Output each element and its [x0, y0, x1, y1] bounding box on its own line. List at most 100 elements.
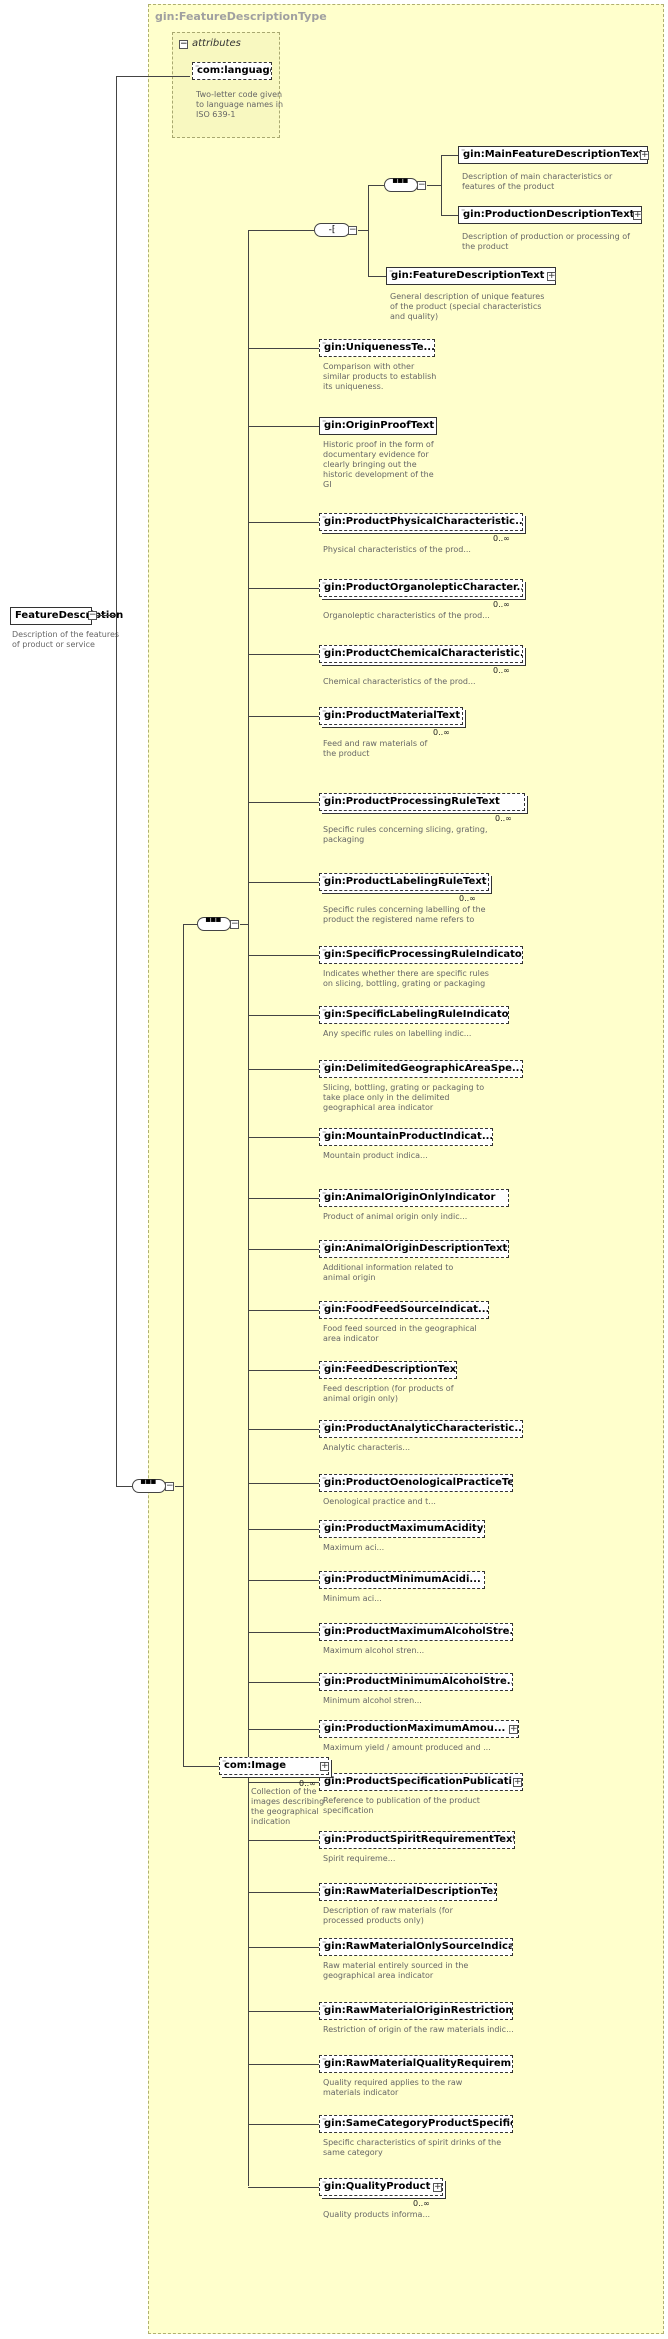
element-box[interactable]: ⁼gin:ProductLabelingRuleText: [319, 873, 489, 891]
element-box[interactable]: ⁼gin:FeedDescriptionText: [319, 1361, 457, 1379]
collapse-toggle-icon[interactable]: −: [88, 611, 97, 620]
element-main-feature-description-text[interactable]: ⁼gin:MainFeatureDescriptionText: [458, 146, 648, 164]
element-feature-description-text[interactable]: ⁼gin:FeatureDescriptionText: [386, 267, 556, 285]
element-name: gin:ProductMinimumAcidi...: [324, 1574, 481, 1585]
element-icon: ⁼: [322, 1723, 326, 1729]
collapse-toggle-icon[interactable]: −: [179, 40, 188, 49]
connector-line: [248, 955, 319, 956]
element-box[interactable]: ⁼gin:RawMaterialQualityRequirem...: [319, 2055, 513, 2073]
element-production-description-text[interactable]: ⁼gin:ProductionDescriptionText: [458, 206, 642, 224]
element-box[interactable]: ⁼gin:ProductSpecificationPublicati...: [319, 1773, 523, 1791]
connector-line: [248, 1682, 319, 1683]
attribute-element[interactable]: ⁼com:languageCo...: [192, 62, 272, 80]
connector-line: [248, 1429, 319, 1430]
connector-line: [248, 1249, 319, 1250]
element-icon: ⁼: [322, 1676, 326, 1682]
element-description: Slicing, bottling, grating or packaging …: [323, 1083, 484, 1113]
element-box[interactable]: ⁼gin:ProductPhysicalCharacteristic...: [319, 513, 523, 531]
expand-icon[interactable]: +: [633, 211, 642, 220]
element-box[interactable]: ⁼gin:ProductMaterialText: [319, 707, 463, 725]
element-description: Quality required applies to the raw mate…: [323, 2078, 462, 2098]
element-box[interactable]: ⁼gin:OriginProofText: [319, 417, 437, 435]
element-description: Description of main characteristics or f…: [462, 172, 612, 192]
element-box[interactable]: ⁼gin:SpecificProcessingRuleIndicator: [319, 946, 523, 964]
choice-compositor-icon[interactable]: -⁅: [314, 223, 350, 237]
element-name: gin:RawMaterialOriginRestrictionI...: [324, 2005, 513, 2016]
element-name: gin:ProductChemicalCharacteristic...: [324, 648, 523, 659]
element-icon: ⁼: [322, 582, 326, 588]
sequence-compositor-icon[interactable]: [384, 178, 418, 192]
element-image[interactable]: ⁼com:Image: [219, 1757, 329, 1775]
connector-line: [248, 1892, 319, 1893]
connector-line: [240, 924, 248, 925]
element-box[interactable]: ⁼gin:ProductAnalyticCharacteristic...: [319, 1420, 523, 1438]
element-icon: ⁼: [322, 1009, 326, 1015]
element-description: Quality products informa...: [323, 2210, 430, 2220]
element-box[interactable]: ⁼gin:ProductOrganolepticCharacter...: [319, 579, 523, 597]
element-box[interactable]: ⁼gin:FoodFeedSourceIndicat...: [319, 1301, 489, 1319]
element-icon: ⁼: [322, 1886, 326, 1892]
element-box[interactable]: ⁼gin:SpecificLabelingRuleIndicator: [319, 1006, 509, 1024]
element-description: Chemical characteristics of the prod...: [323, 677, 476, 687]
expand-icon[interactable]: +: [640, 151, 649, 160]
connector-line: [248, 1529, 319, 1530]
element-description: Maximum aci...: [323, 1543, 384, 1553]
element-description: Maximum alcohol stren...: [323, 1646, 424, 1656]
element-name: gin:QualityProduct: [324, 2181, 430, 2192]
element-description: Minimum aci...: [323, 1594, 382, 1604]
element-description: Description of production or processing …: [462, 232, 630, 252]
connector-line: [248, 348, 319, 349]
element-name: gin:ProductPhysicalCharacteristic...: [324, 516, 523, 527]
element-box[interactable]: ⁼gin:ProductProcessingRuleText: [319, 793, 525, 811]
expand-icon[interactable]: +: [320, 1762, 329, 1771]
element-icon: ⁼: [322, 1364, 326, 1370]
connector-line: [368, 276, 386, 277]
expand-icon[interactable]: +: [433, 2183, 442, 2192]
element-box[interactable]: ⁼gin:AnimalOriginDescriptionText: [319, 1240, 509, 1258]
element-name: gin:ProductMaximumAlcoholStre...: [324, 1626, 513, 1637]
expand-icon[interactable]: +: [513, 1778, 522, 1787]
element-box[interactable]: ⁼gin:RawMaterialOriginRestrictionI...: [319, 2002, 513, 2020]
element-icon: ⁼: [322, 420, 326, 426]
element-box[interactable]: ⁼gin:ProductSpiritRequirementText: [319, 1831, 515, 1849]
connector-line: [248, 1632, 319, 1633]
element-name: gin:MainFeatureDescriptionText: [463, 149, 644, 160]
collapse-toggle-icon[interactable]: −: [417, 181, 426, 190]
element-box[interactable]: ⁼gin:ProductionMaximumAmou...: [319, 1720, 519, 1738]
element-box[interactable]: ⁼gin:ProductMaximumAlcoholStre...: [319, 1623, 513, 1641]
collapse-toggle-icon[interactable]: −: [165, 1482, 174, 1491]
element-box[interactable]: ⁼gin:ProductMinimumAlcoholStre...: [319, 1673, 513, 1691]
element-name: gin:ProductMaterialText: [324, 710, 460, 721]
element-name: gin:ProductMinimumAlcoholStre...: [324, 1676, 513, 1687]
element-box[interactable]: ⁼gin:RawMaterialDescriptionText: [319, 1883, 497, 1901]
element-icon: ⁼: [322, 2005, 326, 2011]
element-box[interactable]: ⁼gin:DelimitedGeographicAreaSpe...: [319, 1060, 523, 1078]
element-description: Maximum yield / amount produced and ...: [323, 1743, 491, 1753]
element-box[interactable]: ⁼gin:ProductChemicalCharacteristic...: [319, 645, 523, 663]
element-box[interactable]: ⁼gin:ProductMaximumAcidity: [319, 1520, 485, 1538]
expand-icon[interactable]: +: [509, 1725, 518, 1734]
connector-line: [248, 1137, 319, 1138]
element-description: Feed description (for products of animal…: [323, 1384, 454, 1404]
sequence-compositor-icon[interactable]: [197, 917, 231, 931]
cardinality-label: 0..∞: [493, 534, 510, 543]
element-icon: ⁼: [322, 2058, 326, 2064]
expand-icon[interactable]: +: [547, 272, 556, 281]
element-name: gin:AnimalOriginOnlyIndicator: [324, 1192, 495, 1203]
element-box[interactable]: ⁼gin:SameCategoryProductSpecific...: [319, 2115, 513, 2133]
element-box[interactable]: ⁼gin:AnimalOriginOnlyIndicator: [319, 1189, 509, 1207]
root-element[interactable]: FeatureDescription: [10, 607, 92, 625]
element-name: com:Image: [224, 1760, 286, 1771]
element-box[interactable]: ⁼gin:RawMaterialOnlySourceIndica...: [319, 1938, 513, 1956]
element-box[interactable]: ⁼gin:QualityProduct: [319, 2178, 443, 2196]
element-box[interactable]: ⁼gin:ProductOenologicalPracticeText: [319, 1474, 513, 1492]
connector-line: [248, 230, 314, 231]
collapse-toggle-icon[interactable]: −: [348, 226, 357, 235]
element-name: gin:FeatureDescriptionText: [391, 270, 544, 281]
collapse-toggle-icon[interactable]: −: [230, 920, 239, 929]
connector-line: [248, 2124, 319, 2125]
element-box[interactable]: ⁼gin:UniquenessTe...: [319, 339, 435, 357]
sequence-compositor-icon[interactable]: [132, 1479, 166, 1493]
element-box[interactable]: ⁼gin:ProductMinimumAcidi...: [319, 1571, 485, 1589]
element-box[interactable]: ⁼gin:MountainProductIndicat...: [319, 1128, 493, 1146]
